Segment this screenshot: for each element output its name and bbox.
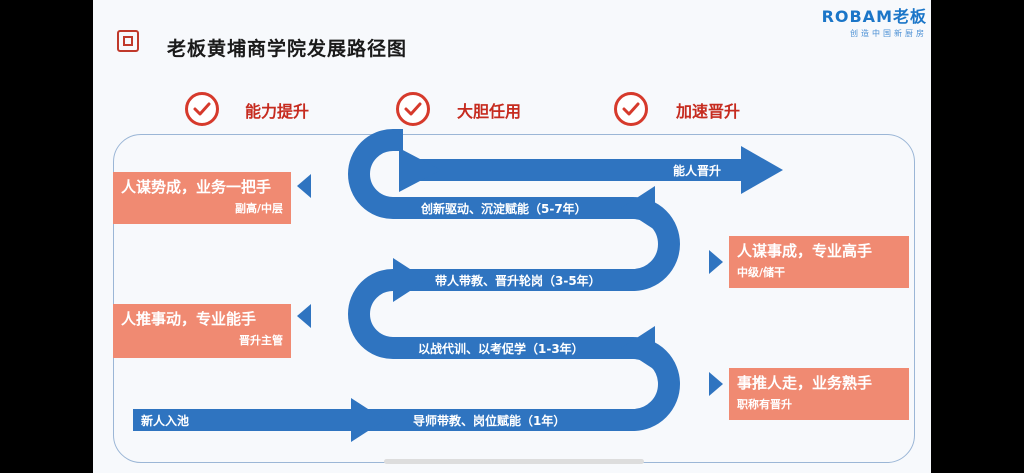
stage-right-lower: 事推人走，业务熟手 职称有晋升	[729, 368, 909, 420]
label-row5: 导师带教、岗位赋能（1年）	[413, 413, 565, 428]
stage-title: 事推人走，业务熟手	[737, 374, 873, 392]
pillar-label: 大胆任用	[457, 102, 522, 121]
path-loop-mid-left	[348, 269, 408, 359]
check-circle-icon	[396, 92, 430, 126]
label-entry: 新人入池	[141, 413, 189, 428]
brand-tagline: 创造中国新厨房	[850, 29, 927, 38]
brand-name: ROBAM老板	[821, 7, 927, 26]
development-path: 新人入池 导师带教、岗位赋能（1年） 以战代训、以考促学（1-3年） 带人带教、…	[133, 129, 783, 442]
label-row3: 带人带教、晋升轮岗（3-5年）	[435, 273, 601, 288]
page-title: 老板黄埔商学院发展路径图	[167, 38, 408, 60]
stage-subtitle: 职称有晋升	[737, 398, 792, 411]
pointer-right-lower	[709, 372, 723, 396]
label-row2: 创新驱动、沉淀赋能（5-7年）	[420, 201, 587, 216]
stage-left-top: 人谋势成，业务一把手 副高/中层	[113, 172, 291, 224]
path-loop-upper-right	[393, 197, 680, 291]
pillar-label: 加速晋升	[676, 102, 741, 121]
arrowhead-top-end	[741, 146, 783, 194]
pointer-right-upper	[709, 250, 723, 274]
stage-title: 人谋势成，业务一把手	[121, 178, 272, 196]
stage-left-mid: 人推事动，专业能手 晋升主管	[113, 304, 291, 358]
check-circle-icon	[614, 92, 648, 126]
path-loop-top-left	[348, 129, 403, 219]
path-loop-lower-right	[353, 337, 680, 431]
label-top: 能人晋升	[673, 163, 721, 178]
stage-subtitle: 中级/储干	[737, 266, 786, 279]
arrowhead-row2	[621, 186, 655, 230]
arrowhead-row4	[621, 326, 655, 370]
stage-subtitle: 晋升主管	[239, 334, 283, 347]
slide: 老板黄埔商学院发展路径图 ROBAM老板 创造中国新厨房 能力提升 大胆任用 加…	[93, 0, 931, 473]
brand-logo: ROBAM老板 创造中国新厨房	[822, 3, 927, 39]
stage-right-upper: 人谋事成，专业高手 中级/储干	[729, 236, 909, 288]
stage-title: 人推事动，专业能手	[121, 310, 257, 328]
seal-icon	[117, 30, 139, 52]
check-circle-icon	[185, 92, 219, 126]
pointer-left-top	[297, 174, 311, 198]
pillar-label: 能力提升	[245, 102, 310, 121]
arrowhead-row5	[351, 398, 385, 442]
label-row4: 以战代训、以考促学（1-3年）	[418, 341, 584, 356]
arrowhead-row3	[393, 258, 427, 302]
stage-title: 人谋事成，专业高手	[737, 242, 873, 260]
home-indicator[interactable]	[384, 459, 644, 464]
pointer-left-mid	[297, 304, 311, 328]
arrowhead-top-start	[399, 148, 441, 192]
stage-subtitle: 副高/中层	[234, 202, 283, 215]
